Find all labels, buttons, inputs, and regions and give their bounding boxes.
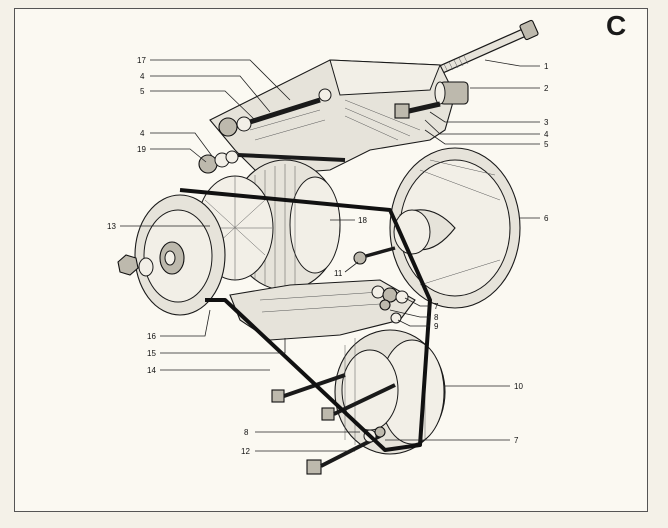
long-bolt-thread [443, 55, 469, 73]
spacer-sleeve [434, 81, 469, 105]
callout-labels: 1 2 3 4 5 6 7 8 9 10 7 17 4 5 4 19 18 13… [107, 56, 549, 456]
pulley-nut [117, 254, 154, 277]
callout-13: 13 [107, 222, 116, 231]
callout-12: 12 [241, 447, 250, 456]
section-letter: C [606, 10, 627, 41]
callout-7-lower: 7 [514, 436, 519, 445]
adjuster-arm [229, 279, 416, 341]
callout-2: 2 [544, 84, 549, 93]
callout-14: 14 [147, 366, 156, 375]
callout-4-lower-left: 4 [140, 129, 145, 138]
callout-1: 1 [544, 62, 549, 71]
upper-bolt-stack [218, 88, 332, 137]
callout-4-right: 4 [544, 130, 549, 139]
long-bolt [435, 19, 539, 75]
callout-17: 17 [137, 56, 146, 65]
callout-8-lower: 8 [244, 428, 249, 437]
callout-8-upper: 8 [434, 313, 439, 322]
callout-5-right: 5 [544, 140, 549, 149]
callout-11: 11 [334, 269, 343, 278]
callout-5-left: 5 [140, 87, 145, 96]
callout-6: 6 [544, 214, 549, 223]
drive-belt [179, 188, 432, 452]
callout-4-upper-left: 4 [140, 72, 145, 81]
callout-15: 15 [147, 349, 156, 358]
callout-9: 9 [434, 322, 439, 331]
callout-18: 18 [358, 216, 367, 225]
callout-10: 10 [514, 382, 523, 391]
bracket-bolt [394, 101, 441, 119]
alternator-pulley [134, 194, 226, 316]
callout-7-upper: 7 [434, 302, 439, 311]
callout-leaders [120, 59, 540, 452]
callout-19: 19 [137, 145, 146, 154]
mounting-bracket [209, 59, 456, 176]
callout-3: 3 [544, 118, 549, 127]
arm-fasteners [353, 246, 409, 324]
crankshaft-pulley [389, 147, 521, 309]
callout-16: 16 [147, 332, 156, 341]
